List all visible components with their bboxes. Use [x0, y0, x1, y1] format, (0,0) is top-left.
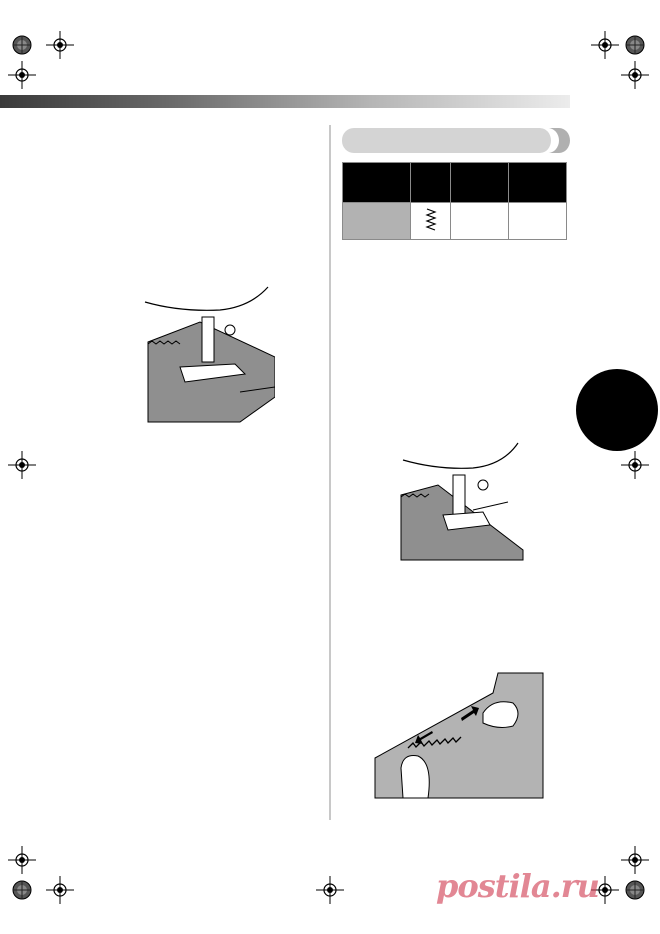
section-heading-bar — [342, 128, 570, 153]
watermark-logo: postila.ru — [436, 867, 600, 905]
chapter-tab — [576, 369, 658, 451]
fabric-hand-illustration — [374, 672, 544, 799]
stitch-settings-table — [342, 162, 567, 240]
presser-foot-illustration-2 — [400, 442, 524, 561]
presser-foot-illustration-1 — [144, 286, 275, 423]
header-bar — [0, 95, 570, 108]
zigzag-stitch-icon — [424, 207, 437, 231]
column-divider — [329, 125, 331, 820]
